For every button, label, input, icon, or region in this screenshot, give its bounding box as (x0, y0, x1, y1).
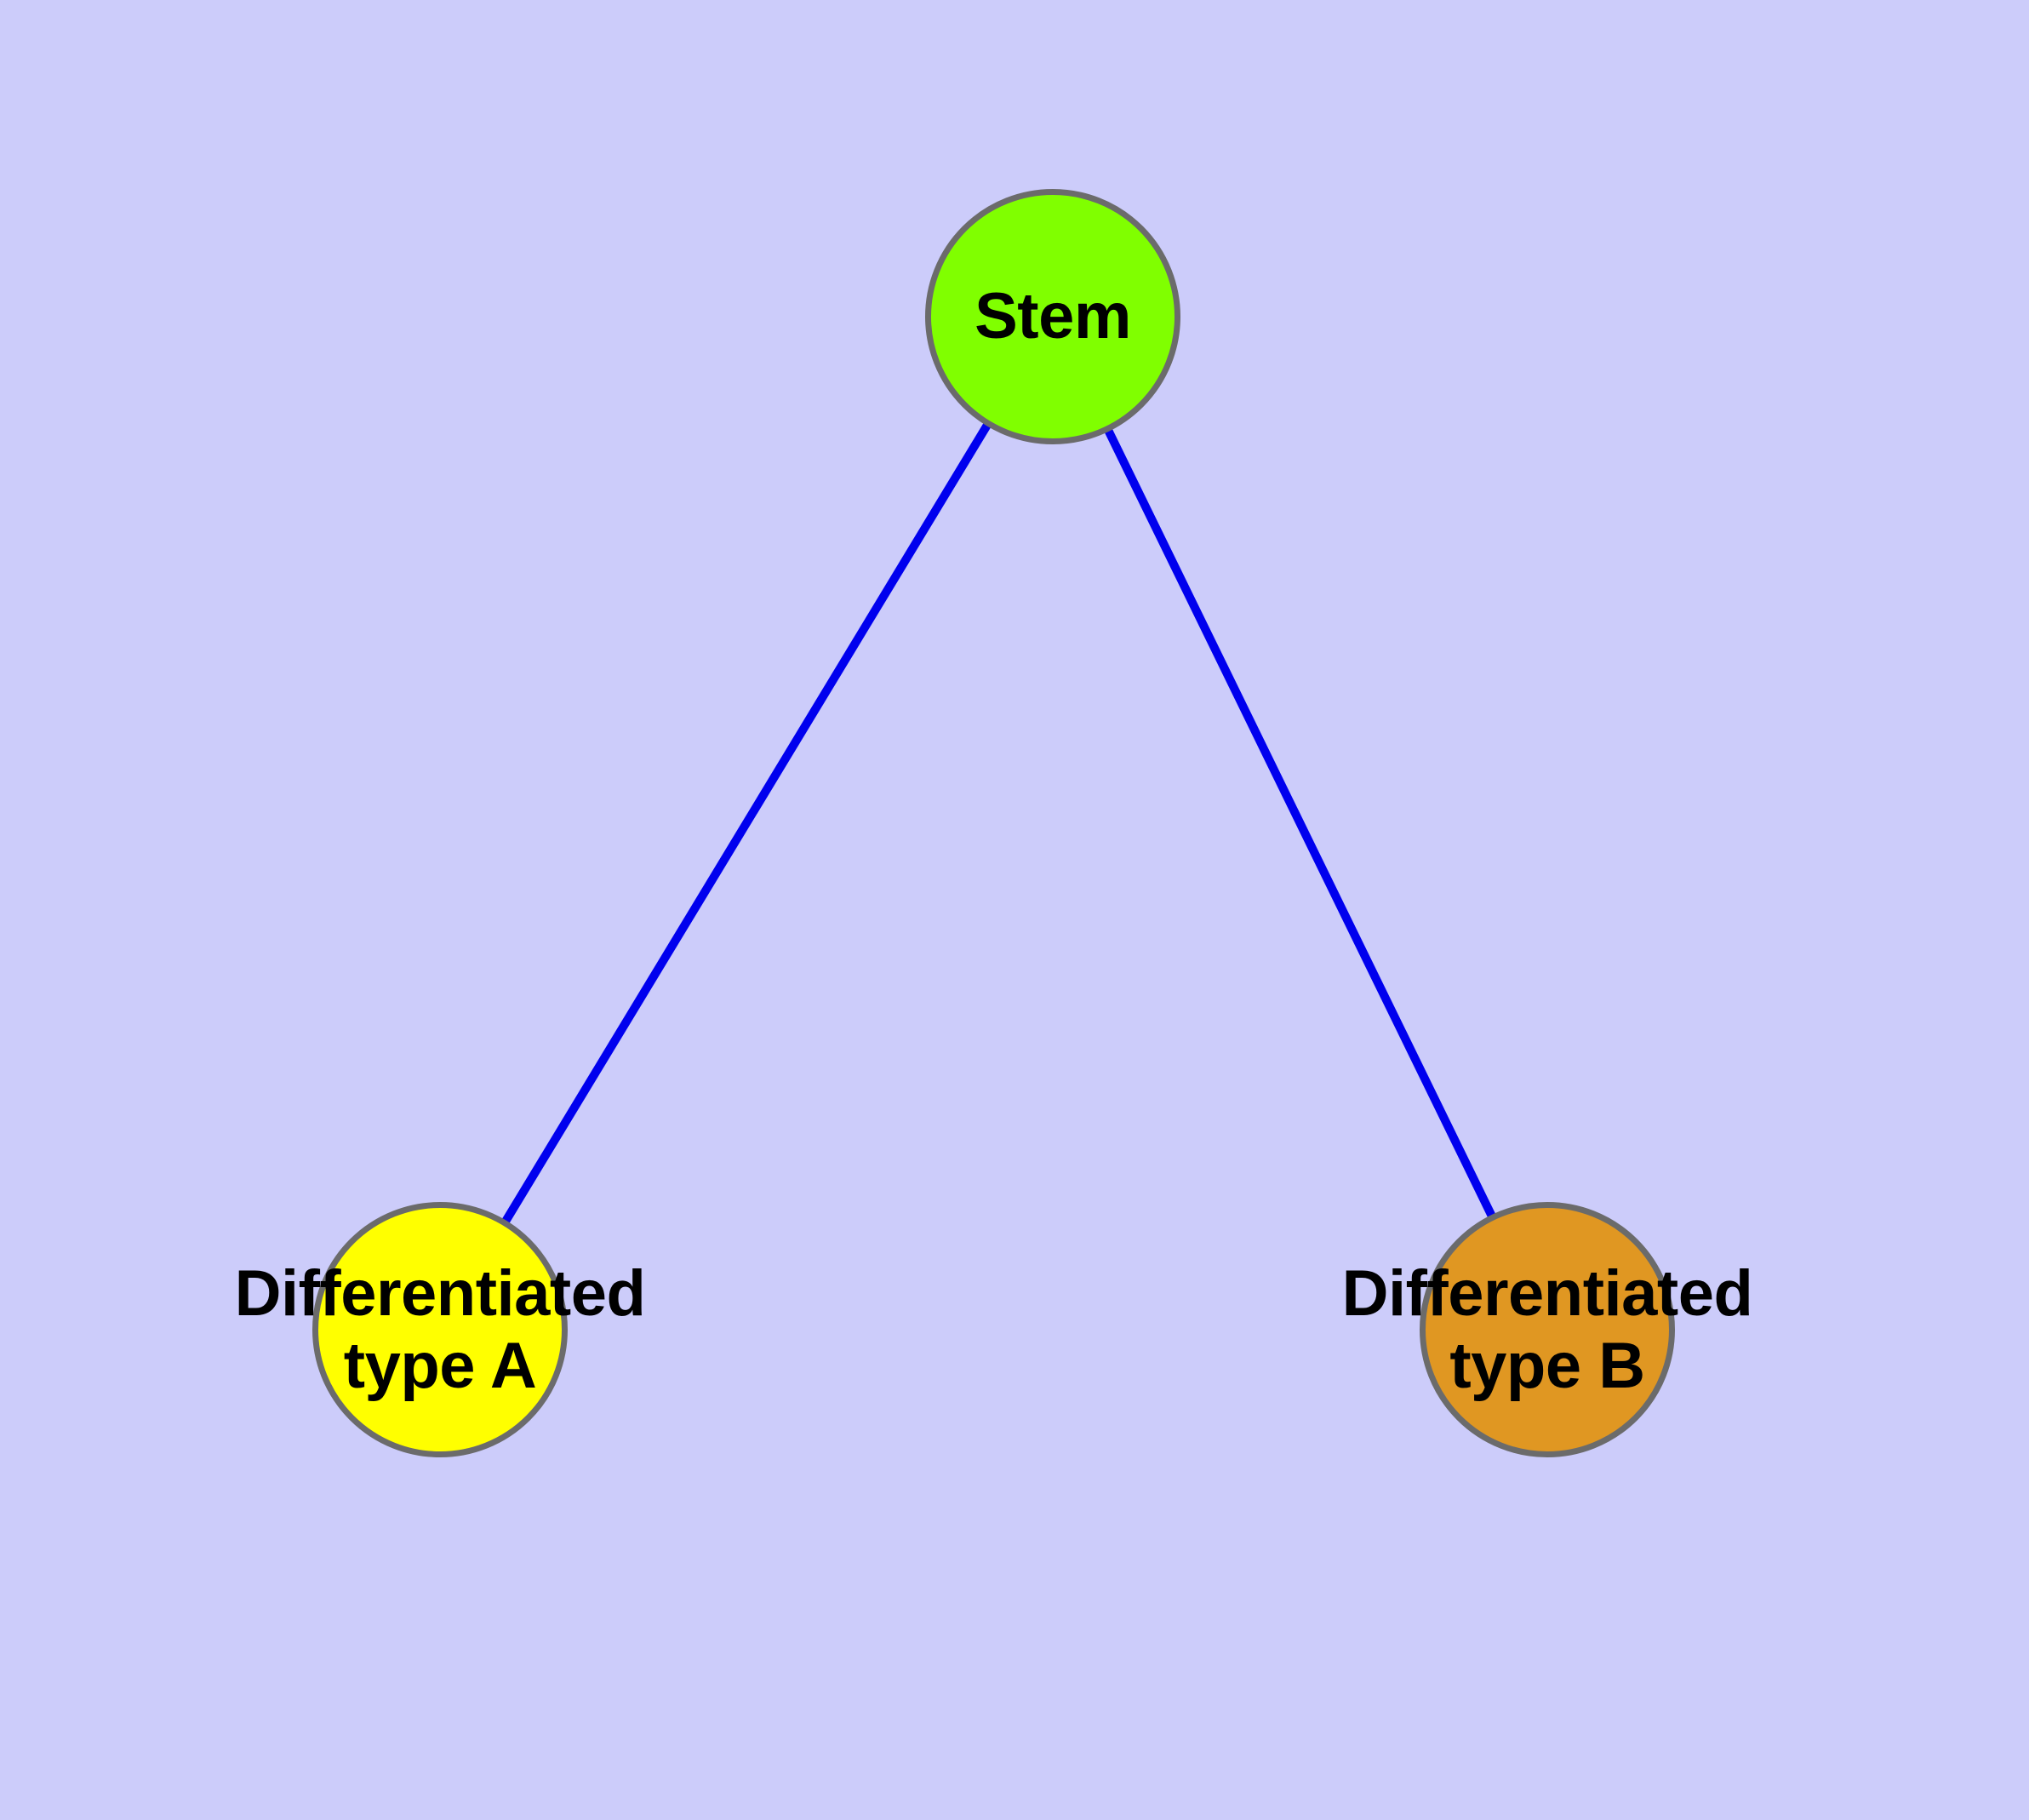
edge-stem-to-diff-b[interactable] (1104, 427, 1496, 1219)
edge-stem-to-diff-a[interactable] (501, 422, 992, 1224)
node-differentiated-type-a[interactable] (312, 1202, 568, 1457)
node-stem[interactable] (925, 189, 1180, 444)
node-differentiated-type-b[interactable] (1420, 1202, 1675, 1457)
